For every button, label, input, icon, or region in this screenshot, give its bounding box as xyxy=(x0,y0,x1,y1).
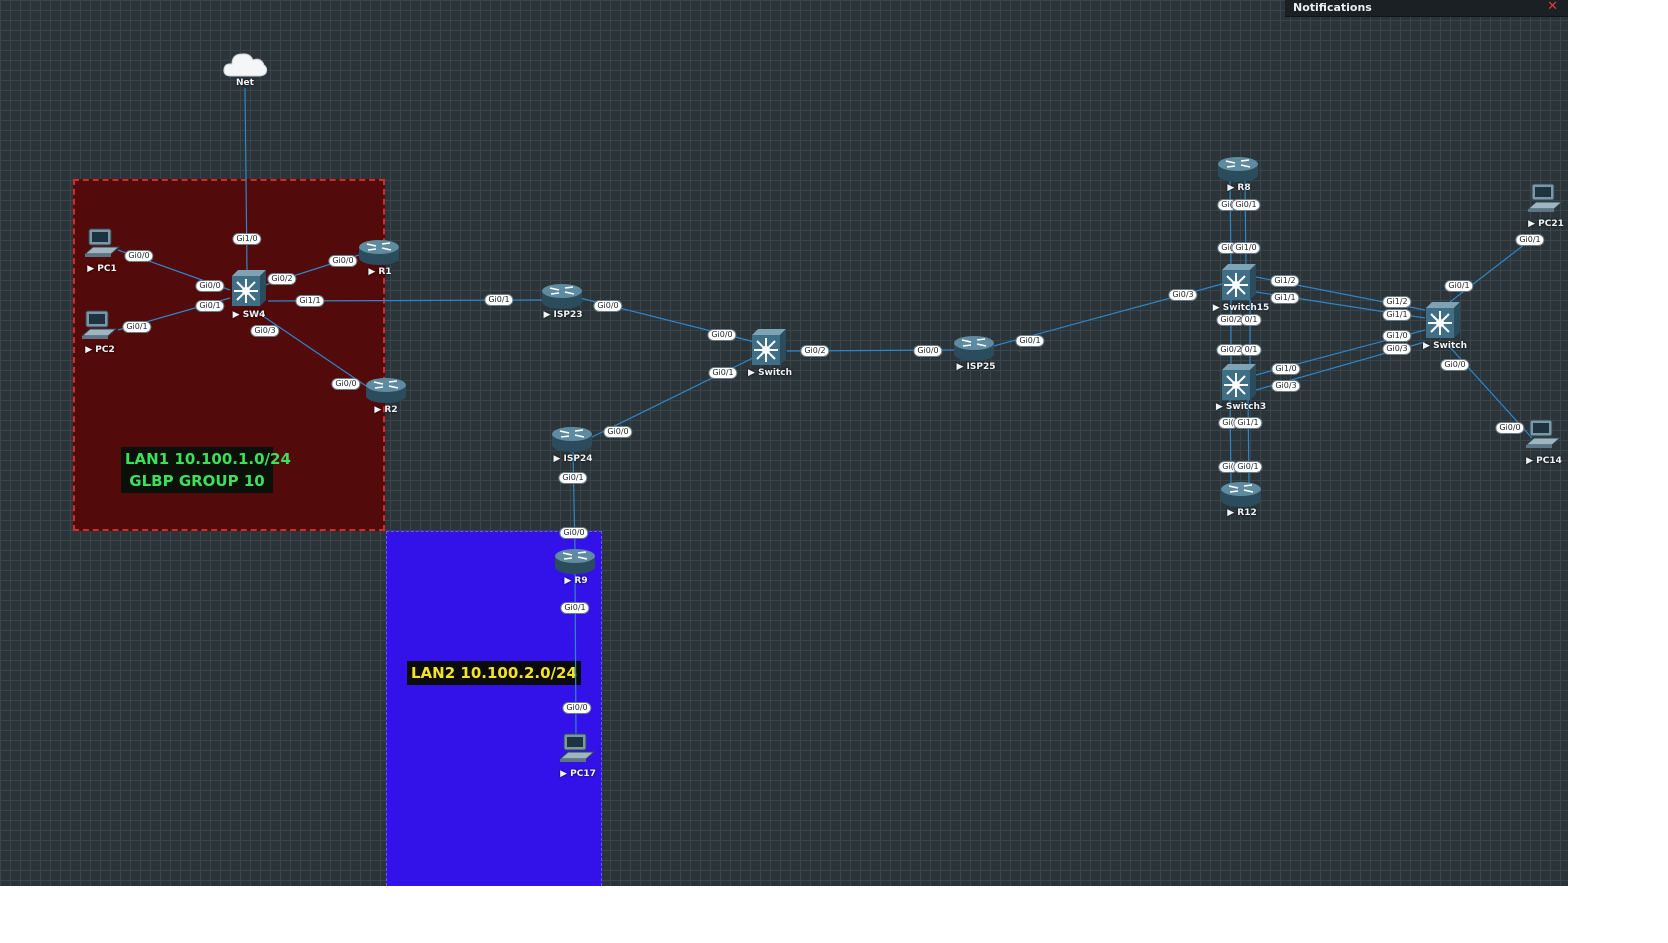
lan1-glbp-text: GLBP GROUP 10 xyxy=(129,472,265,490)
bottom-blank-area xyxy=(0,886,1568,943)
port-label: Gi0/3 xyxy=(1168,289,1198,301)
links-layer xyxy=(117,87,1539,739)
node-label-r8: ▶ R8 xyxy=(1227,183,1251,193)
port-label: Gi0/1 xyxy=(708,367,738,379)
close-icon[interactable]: ✕ xyxy=(1547,0,1558,14)
notifications-title: Notifications xyxy=(1293,1,1372,14)
right-blank-area xyxy=(1568,0,1668,943)
node-label-pc17: ▶ PC17 xyxy=(560,769,596,779)
node-label-switch-right: ▶ Switch xyxy=(1423,341,1467,351)
node-label-isp23: ▶ ISP23 xyxy=(543,310,583,320)
port-label: Gi0/0 xyxy=(195,280,225,292)
multilayer-switch-icon xyxy=(232,270,266,306)
pc-icon xyxy=(558,733,596,762)
port-label: Gi0/1 xyxy=(558,472,588,484)
port-label: Gi0/0 xyxy=(328,255,358,267)
port-label: Gi0/0 xyxy=(1495,422,1525,434)
router-icon xyxy=(1218,157,1258,182)
port-label: Gi0/1 xyxy=(1233,461,1263,473)
router-icon xyxy=(542,284,582,309)
port-label: Gi0/0 xyxy=(1440,359,1470,371)
port-label: 0/1 xyxy=(1240,344,1262,356)
router-icon xyxy=(954,336,994,361)
multilayer-switch-icon xyxy=(1222,364,1256,400)
port-label: Gi1/1 xyxy=(1233,417,1263,429)
pc-icon xyxy=(1526,183,1564,212)
node-label-net: Net xyxy=(236,78,254,88)
port-label: Gi1/2 xyxy=(1382,296,1412,308)
lan2-zone-label: LAN2 10.100.2.0/24 xyxy=(407,661,581,685)
node-label-pc21: ▶ PC21 xyxy=(1528,219,1564,229)
pc-icon xyxy=(83,228,121,257)
notifications-panel[interactable]: Notifications ✕ xyxy=(1285,0,1568,17)
port-label: Gi1/0 xyxy=(1382,330,1412,342)
port-label: Gi0/0 xyxy=(707,329,737,341)
node-label-isp25: ▶ ISP25 xyxy=(956,362,996,372)
multilayer-switch-icon xyxy=(1426,302,1460,338)
multilayer-switch-icon xyxy=(1222,264,1256,300)
lan1-zone-label: LAN1 10.100.1.0/24 GLBP GROUP 10 xyxy=(121,447,291,493)
node-label-sw4: ▶ SW4 xyxy=(232,310,266,320)
port-label: Gi0/2 xyxy=(800,345,830,357)
node-label-pc2: ▶ PC2 xyxy=(85,345,115,355)
link-r8-switch15-a[interactable] xyxy=(1229,179,1232,269)
port-label: Gi0/3 xyxy=(1382,343,1412,355)
multilayer-switch-icon xyxy=(752,329,786,365)
port-label: Gi0/0 xyxy=(562,702,592,714)
port-label: Gi0/1 xyxy=(484,294,514,306)
router-icon xyxy=(1221,482,1261,507)
port-label: Gi1/1 xyxy=(1270,292,1300,304)
port-label: Gi0/1 xyxy=(1015,335,1045,347)
pc-icon xyxy=(1524,419,1562,448)
port-label: Gi0/1 xyxy=(122,321,152,333)
port-label: Gi0/1 xyxy=(195,300,225,312)
node-label-isp24: ▶ ISP24 xyxy=(553,454,593,464)
port-label: Gi1/0 xyxy=(232,233,262,245)
port-label: Gi1/1 xyxy=(1382,309,1412,321)
router-icon xyxy=(359,240,399,265)
node-label-r1: ▶ R1 xyxy=(368,267,392,277)
port-label: Gi0/3 xyxy=(250,325,280,337)
port-label: Gi0/0 xyxy=(603,426,633,438)
port-label: Gi1/0 xyxy=(1271,363,1301,375)
port-label: Gi0/1 xyxy=(560,602,590,614)
node-label-r12: ▶ R12 xyxy=(1227,508,1257,518)
node-label-r2: ▶ R2 xyxy=(374,405,398,415)
link-r8-switch15-b[interactable] xyxy=(1244,179,1247,269)
port-label: 0/1 xyxy=(1240,314,1262,326)
port-label: Gi1/0 xyxy=(1231,242,1261,254)
router-icon xyxy=(552,427,592,452)
port-label: Gi0/2 xyxy=(267,273,297,285)
pc-icon xyxy=(80,310,118,339)
lan1-subnet-text: LAN1 10.100.1.0/24 xyxy=(125,450,291,468)
lan2-subnet-text: LAN2 10.100.2.0/24 xyxy=(411,664,577,682)
node-label-switch15: ▶ Switch15 xyxy=(1212,303,1270,313)
node-label-pc1: ▶ PC1 xyxy=(87,264,117,274)
node-label-pc14: ▶ PC14 xyxy=(1526,456,1562,466)
port-label: Gi0/0 xyxy=(593,300,623,312)
port-label: Gi0/3 xyxy=(1271,380,1301,392)
port-label: Gi0/0 xyxy=(331,378,361,390)
node-label-switch3: ▶ Switch3 xyxy=(1215,402,1267,412)
router-icon xyxy=(555,549,595,574)
port-label: Gi1/1 xyxy=(295,295,325,307)
node-label-switch-center: ▶ Switch xyxy=(748,368,792,378)
port-label: Gi0/1 xyxy=(1515,234,1545,246)
node-label-r9: ▶ R9 xyxy=(564,576,588,586)
router-icon xyxy=(366,378,406,403)
port-label: Gi0/1 xyxy=(1444,280,1474,292)
topology-canvas[interactable]: LAN1 10.100.1.0/24 GLBP GROUP 10 LAN2 10… xyxy=(0,0,1568,886)
port-label: Gi0/0 xyxy=(559,527,589,539)
port-label: Gi0/1 xyxy=(1231,199,1261,211)
port-label: Gi0/0 xyxy=(913,345,943,357)
cloud-icon xyxy=(223,53,268,77)
port-label: Gi0/0 xyxy=(124,250,154,262)
port-label: Gi1/2 xyxy=(1270,275,1300,287)
